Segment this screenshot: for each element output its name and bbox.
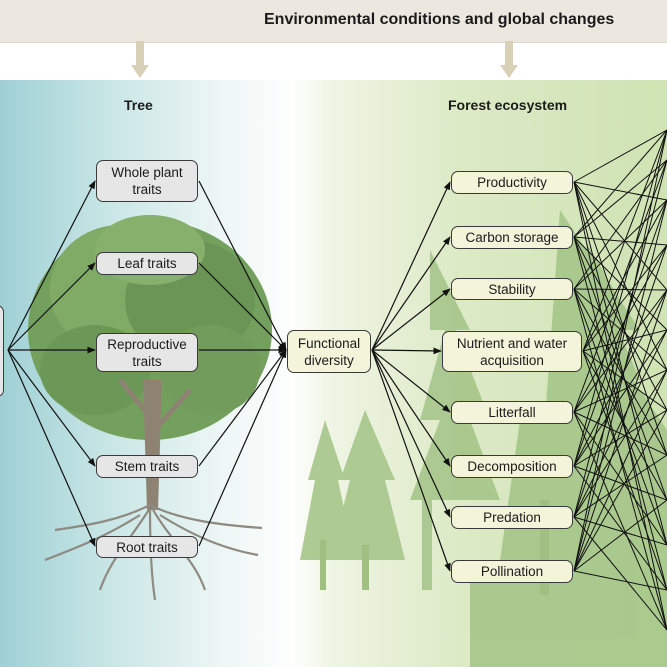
interaction-line — [573, 181, 667, 631]
interaction-line — [573, 181, 667, 546]
interaction-line — [582, 199, 667, 352]
banner-title: Environmental conditions and global chan… — [264, 11, 615, 28]
function-box-nutrient-water: Nutrient and water acquisition — [442, 331, 582, 372]
arrow-diversity-to-function — [371, 288, 451, 351]
interaction-line — [573, 181, 667, 201]
interaction-line — [573, 329, 667, 518]
interaction-line — [573, 288, 667, 456]
interaction-line — [573, 411, 667, 456]
trait-box-reproductive: Reproductive traits — [96, 333, 198, 372]
interaction-line — [573, 244, 667, 518]
arrow-diversity-to-function — [371, 181, 451, 351]
interaction-line — [582, 244, 667, 352]
function-box-litterfall: Litterfall — [451, 401, 573, 424]
interaction-line — [573, 159, 667, 238]
interaction-line — [573, 411, 667, 631]
interaction-line — [573, 199, 667, 467]
interaction-line — [573, 199, 667, 290]
arrow-source-to-trait — [7, 349, 96, 467]
interaction-line — [573, 129, 667, 572]
interaction-line — [573, 369, 667, 572]
down-arrow-icon — [500, 41, 518, 78]
interaction-line — [573, 570, 667, 591]
interaction-line — [573, 129, 667, 238]
forest-section-title: Forest ecosystem — [448, 97, 568, 113]
interaction-line — [573, 159, 667, 518]
arrow-trait-to-diversity — [198, 349, 287, 547]
interaction-line — [573, 516, 667, 546]
source-box — [0, 305, 4, 397]
arrow-source-to-trait — [7, 180, 96, 351]
arrow-trait-to-diversity — [198, 262, 287, 351]
arrow-source-to-trait — [7, 262, 96, 351]
interaction-line — [573, 289, 667, 572]
interaction-line — [582, 350, 667, 501]
interaction-line — [573, 244, 667, 413]
function-box-stability: Stability — [451, 278, 573, 300]
interaction-line — [573, 289, 667, 467]
arrow-diversity-to-function — [371, 349, 451, 467]
interaction-line — [573, 199, 667, 572]
function-box-predation: Predation — [451, 506, 573, 529]
interaction-line — [573, 181, 667, 456]
interaction-line — [573, 411, 667, 546]
arrow-source-to-trait — [7, 349, 96, 547]
interaction-line — [582, 129, 667, 352]
function-box-decomposition: Decomposition — [451, 455, 573, 478]
interaction-line — [582, 350, 667, 411]
down-arrow-icon — [131, 41, 149, 78]
function-box-carbon-storage: Carbon storage — [451, 226, 573, 249]
interaction-line — [573, 236, 667, 411]
interaction-line — [573, 516, 667, 631]
forest-trunks — [320, 500, 549, 595]
arrow-trait-to-diversity — [198, 349, 287, 467]
tree-section-title: Tree — [124, 97, 153, 113]
arrow-diversity-to-function — [371, 347, 442, 355]
interaction-line — [573, 129, 667, 467]
arrow-diversity-to-function — [371, 349, 451, 518]
trait-box-stem: Stem traits — [96, 455, 198, 478]
interaction-line — [573, 288, 667, 631]
interaction-line — [573, 499, 667, 572]
interaction-line — [573, 236, 667, 591]
interaction-line — [573, 181, 667, 371]
functional-diversity-box: Functional diversity — [287, 330, 371, 373]
interaction-line — [573, 369, 667, 413]
interaction-line — [573, 236, 667, 501]
arrow-diversity-to-function — [371, 349, 451, 413]
arrow-diversity-to-function — [371, 349, 451, 572]
arrow-diversity-to-function — [371, 236, 451, 351]
interaction-line — [573, 159, 667, 290]
banner: Environmental conditions and global chan… — [0, 0, 667, 43]
interaction-line — [573, 369, 667, 518]
arrow-trait-to-diversity — [198, 180, 287, 351]
interaction-line — [573, 129, 667, 183]
interaction-line — [582, 350, 667, 591]
interaction-line — [573, 454, 667, 518]
trait-box-root: Root traits — [96, 536, 198, 558]
trait-box-leaf: Leaf traits — [96, 252, 198, 275]
function-box-productivity: Productivity — [451, 171, 573, 194]
function-box-pollination: Pollination — [451, 560, 573, 583]
trait-box-whole-plant: Whole plant traits — [96, 160, 198, 202]
forest-illustration — [300, 210, 667, 667]
root-illustration — [44, 504, 263, 601]
interaction-line — [573, 409, 667, 572]
interaction-line — [573, 329, 667, 467]
